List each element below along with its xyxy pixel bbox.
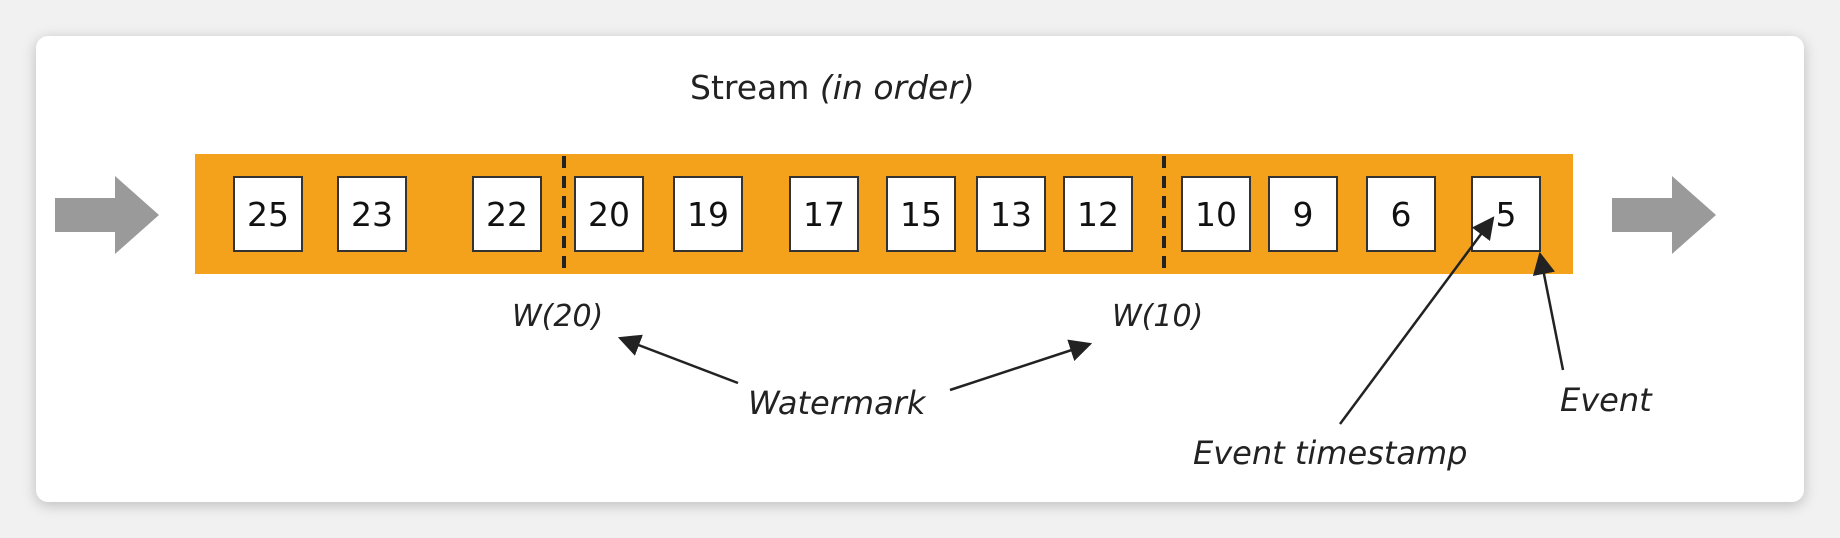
event-box: 6 [1366,176,1436,252]
watermark-annotation: Watermark [748,384,926,422]
stream-band [195,154,1573,274]
diagram-title: Stream (in order) [690,68,975,107]
event-box: 9 [1268,176,1338,252]
event-box: 17 [789,176,859,252]
event-box: 19 [673,176,743,252]
event-box: 20 [574,176,644,252]
watermark-label-w20: W(20) [512,299,604,334]
event-box: 23 [337,176,407,252]
event-box: 15 [886,176,956,252]
title-qualifier: (in order) [819,68,975,107]
event-timestamp-pointer [1338,216,1495,425]
event-box: 12 [1063,176,1133,252]
title-main: Stream [690,68,810,107]
event-box: 10 [1181,176,1251,252]
event-box: 22 [472,176,542,252]
inflow-arrow-icon [55,176,159,254]
event-timestamp-annotation: Event timestamp [1193,434,1468,472]
outflow-arrow-icon [1612,176,1716,254]
watermark-label-w10: W(10) [1112,299,1204,334]
event-box: 25 [233,176,303,252]
event-annotation: Event [1560,381,1652,419]
event-pointer [1532,251,1565,371]
watermark-pointer-w10 [949,339,1093,392]
event-box: 13 [976,176,1046,252]
watermark-pointer-w20 [617,334,739,385]
